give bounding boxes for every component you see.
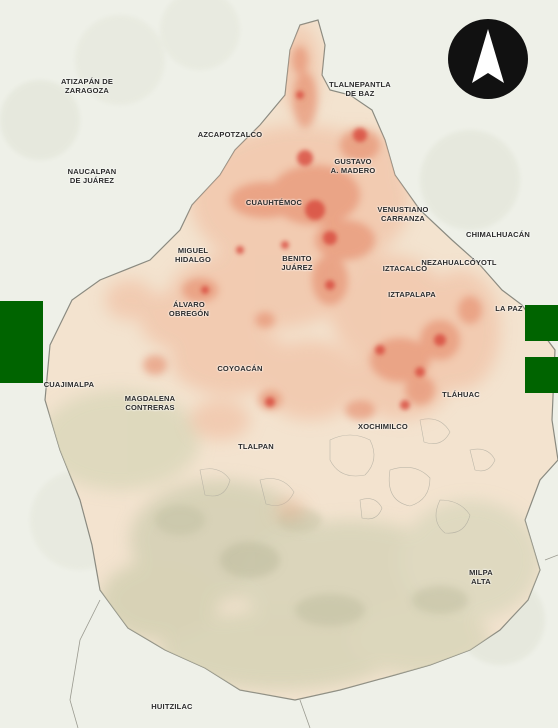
label-huitzilac: HUITZILAC	[151, 702, 193, 711]
green-marker-right-bottom	[525, 357, 558, 393]
label-nezahualcoyotl: NEZAHUALCÓYOTL	[421, 258, 497, 267]
label-tlalnepantla: TLALNEPANTLA DE BAZ	[329, 80, 391, 98]
label-miguel: MIGUEL HIDALGO	[175, 246, 211, 264]
label-tlahuac: TLÁHUAC	[442, 390, 480, 399]
label-cuajimalpa: CUAJIMALPA	[43, 380, 95, 389]
label-iztapalapa: IZTAPALAPA	[388, 290, 436, 299]
label-xochimilco: XOCHIMILCO	[358, 422, 408, 431]
green-marker-left	[0, 301, 43, 383]
label-gustavo: GUSTAVO A. MADERO	[330, 157, 376, 175]
label-magdalena: MAGDALENA CONTRERAS	[124, 394, 176, 412]
label-atizapan: ATIZAPÁN DE ZARAGOZA	[60, 77, 114, 95]
label-iztacalco: IZTACALCO	[382, 264, 428, 273]
label-cuauhtemoc: CUAUHTÉMOC	[245, 198, 303, 207]
label-tlalpan: TLALPAN	[238, 442, 274, 451]
label-alvaro: ÁLVARO OBREGÓN	[168, 300, 210, 318]
label-benito: BENITO JUÁREZ	[281, 254, 313, 272]
label-milpa-alta: MILPA ALTA	[469, 568, 493, 586]
north-arrow-icon	[448, 19, 528, 99]
label-naucalpan: NAUCALPAN DE JUÁREZ	[67, 167, 117, 185]
label-la-paz: LA PAZ	[495, 304, 523, 313]
label-venustiano: VENUSTIANO CARRANZA	[377, 205, 429, 223]
label-coyoacan: COYOACÁN	[217, 364, 263, 373]
label-azcapotzalco: AZCAPOTZALCO	[197, 130, 263, 139]
green-marker-right-top	[525, 305, 558, 341]
label-chimalhuacan: CHIMALHUACÁN	[465, 230, 531, 239]
